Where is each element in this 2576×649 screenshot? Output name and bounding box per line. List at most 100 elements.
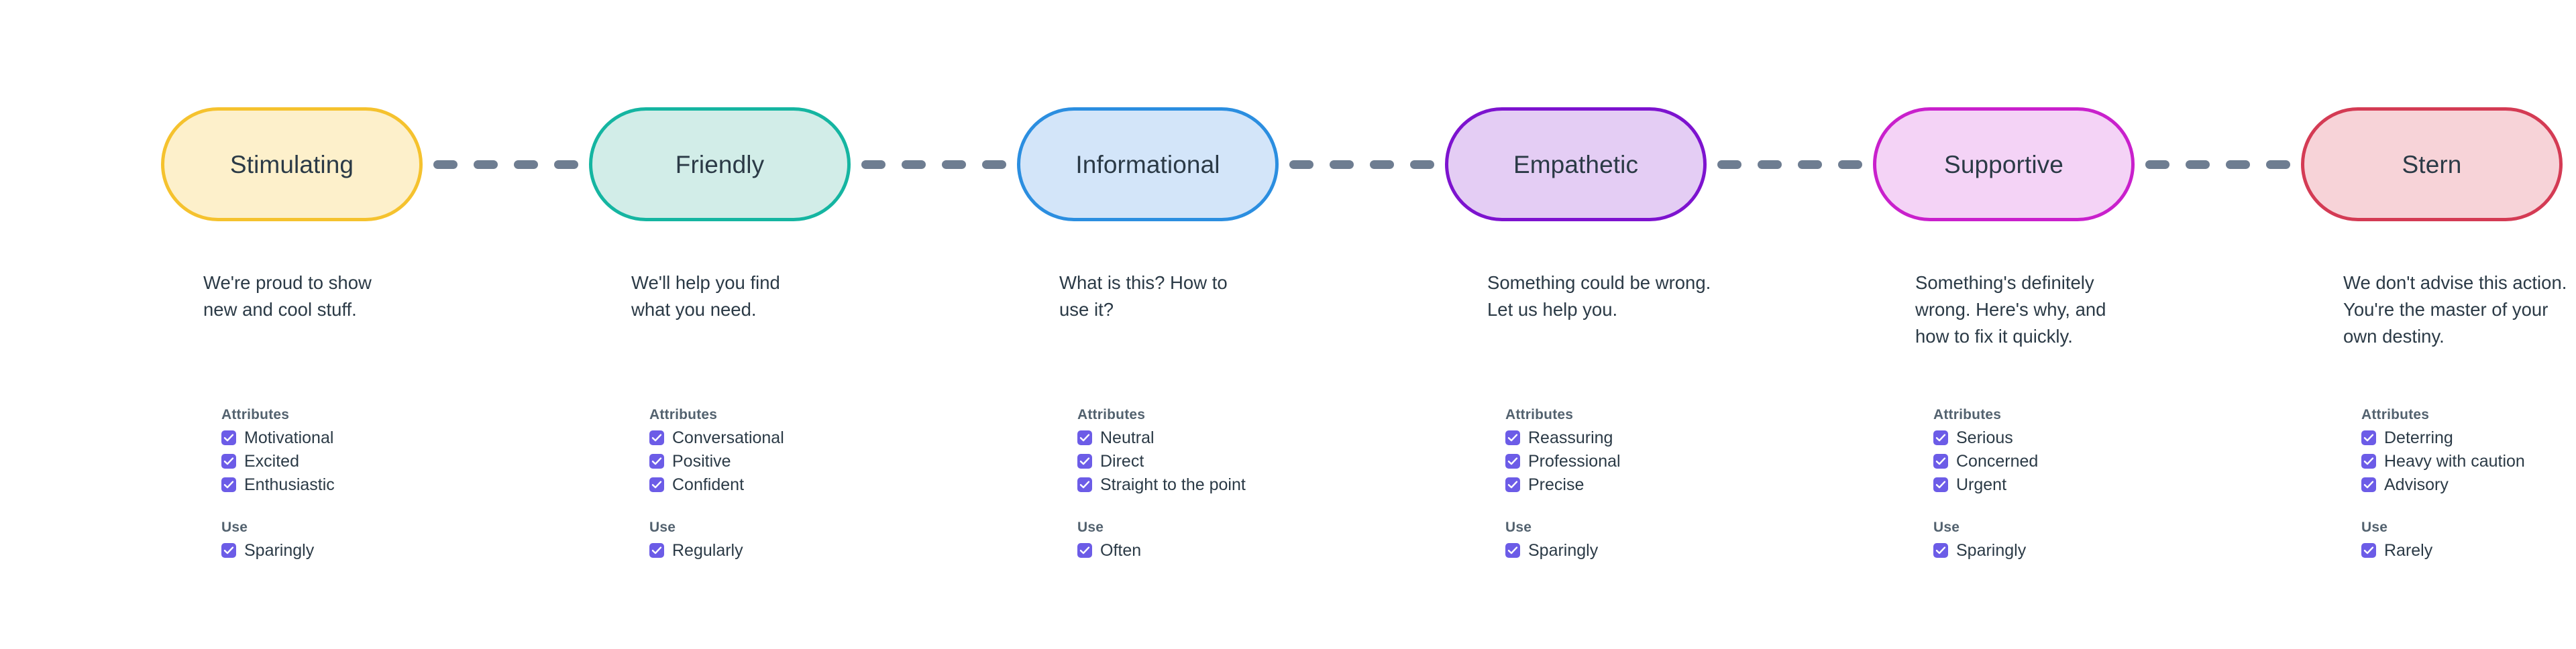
checkmark-icon[interactable]: [2361, 477, 2376, 492]
checkmark-icon[interactable]: [1077, 477, 1092, 492]
tone-description-line: use it?: [1059, 299, 1114, 320]
checkmark-icon[interactable]: [1077, 454, 1092, 469]
checkmark-icon[interactable]: [649, 430, 664, 445]
checkbox-row[interactable]: Regularly: [649, 542, 851, 559]
tone-pill-label: Supportive: [1944, 150, 2063, 178]
checkbox-row[interactable]: Advisory: [2361, 476, 2563, 493]
checkmark-icon[interactable]: [649, 543, 664, 558]
connector-dash: [433, 160, 458, 169]
checkbox-row[interactable]: Positive: [649, 453, 851, 470]
tone-pill[interactable]: Supportive: [1873, 107, 2135, 221]
checkmark-icon[interactable]: [1505, 543, 1520, 558]
tone-pill[interactable]: Stimulating: [161, 107, 423, 221]
checkmark-icon[interactable]: [1505, 477, 1520, 492]
checkmark-icon[interactable]: [1933, 477, 1948, 492]
checkmark-icon[interactable]: [221, 454, 236, 469]
checkbox-row[interactable]: Concerned: [1933, 453, 2135, 470]
checkmark-icon[interactable]: [1077, 543, 1092, 558]
connector-dash: [2266, 160, 2290, 169]
checkbox-label: Confident: [672, 475, 745, 494]
connector-dash: [1289, 160, 1313, 169]
tone-description-line: new and cool stuff.: [203, 299, 357, 320]
checkbox-list: Rarely: [2361, 542, 2563, 559]
checkbox-row[interactable]: Rarely: [2361, 542, 2563, 559]
checkmark-icon[interactable]: [221, 543, 236, 558]
group-title-use: Use: [221, 520, 248, 535]
checkbox-row[interactable]: Neutral: [1077, 429, 1279, 447]
connector-dash: [942, 160, 966, 169]
checkbox-row[interactable]: Confident: [649, 476, 851, 493]
checkbox-row[interactable]: Straight to the point: [1077, 476, 1279, 493]
group-title-attributes: Attributes: [1505, 407, 1574, 422]
checkbox-label: Straight to the point: [1100, 475, 1246, 494]
checkbox-row[interactable]: Enthusiastic: [221, 476, 423, 493]
checkmark-icon[interactable]: [1505, 430, 1520, 445]
tone-description-line: You're the master of your: [2343, 299, 2548, 320]
tone-pill[interactable]: Empathetic: [1445, 107, 1707, 221]
checkbox-row[interactable]: Urgent: [1933, 476, 2135, 493]
checkmark-icon[interactable]: [1933, 430, 1948, 445]
checkbox-row[interactable]: Heavy with caution: [2361, 453, 2563, 470]
checkbox-row[interactable]: Sparingly: [1505, 542, 1707, 559]
checkbox-row[interactable]: Sparingly: [1933, 542, 2135, 559]
connector-dash: [514, 160, 538, 169]
checkbox-list: Regularly: [649, 542, 851, 559]
checkbox-row[interactable]: Motivational: [221, 429, 423, 447]
tone-pill[interactable]: Stern: [2301, 107, 2563, 221]
tone-pill-label: Informational: [1075, 150, 1220, 178]
checkbox-label: Neutral: [1100, 428, 1155, 447]
checkmark-icon[interactable]: [2361, 454, 2376, 469]
checkmark-icon[interactable]: [1505, 454, 1520, 469]
checkmark-icon[interactable]: [2361, 543, 2376, 558]
tone-description-line: Let us help you.: [1487, 299, 1618, 320]
checkbox-label: Sparingly: [244, 541, 315, 560]
checkbox-label: Urgent: [1956, 475, 2007, 494]
checkmark-icon[interactable]: [1933, 543, 1948, 558]
checkbox-row[interactable]: Conversational: [649, 429, 851, 447]
tone-pill[interactable]: Friendly: [589, 107, 851, 221]
group-title-use: Use: [1505, 520, 1532, 535]
group-title-use: Use: [2361, 520, 2388, 535]
checkmark-icon[interactable]: [1933, 454, 1948, 469]
tone-pill-label: Stern: [2402, 150, 2462, 178]
checkmark-icon[interactable]: [221, 477, 236, 492]
checkbox-label: Motivational: [244, 428, 334, 447]
tone-description-line: We'll help you find: [631, 272, 780, 293]
checkbox-row[interactable]: Deterring: [2361, 429, 2563, 447]
connector-dash: [1798, 160, 1822, 169]
checkbox-row[interactable]: Professional: [1505, 453, 1707, 470]
connector-dash: [2226, 160, 2250, 169]
checkmark-icon[interactable]: [649, 477, 664, 492]
checkmark-icon[interactable]: [1077, 430, 1092, 445]
tone-description-line: what you need.: [631, 299, 757, 320]
checkbox-label: Rarely: [2384, 541, 2433, 560]
checkbox-row[interactable]: Direct: [1077, 453, 1279, 470]
checkbox-row[interactable]: Excited: [221, 453, 423, 470]
connector-dash: [554, 160, 578, 169]
group-title-attributes: Attributes: [1933, 407, 2002, 422]
checkbox-row[interactable]: Serious: [1933, 429, 2135, 447]
checkbox-row[interactable]: Precise: [1505, 476, 1707, 493]
checkmark-icon[interactable]: [2361, 430, 2376, 445]
checkmark-icon[interactable]: [649, 454, 664, 469]
tone-description-line: how to fix it quickly.: [1915, 326, 2073, 347]
checkbox-row[interactable]: Reassuring: [1505, 429, 1707, 447]
tone-description-line: Something could be wrong.: [1487, 272, 1711, 293]
checkbox-row[interactable]: Often: [1077, 542, 1279, 559]
checkbox-row[interactable]: Sparingly: [221, 542, 423, 559]
checkbox-label: Often: [1100, 541, 1142, 560]
tone-pill[interactable]: Informational: [1017, 107, 1279, 221]
checkmark-icon[interactable]: [221, 430, 236, 445]
